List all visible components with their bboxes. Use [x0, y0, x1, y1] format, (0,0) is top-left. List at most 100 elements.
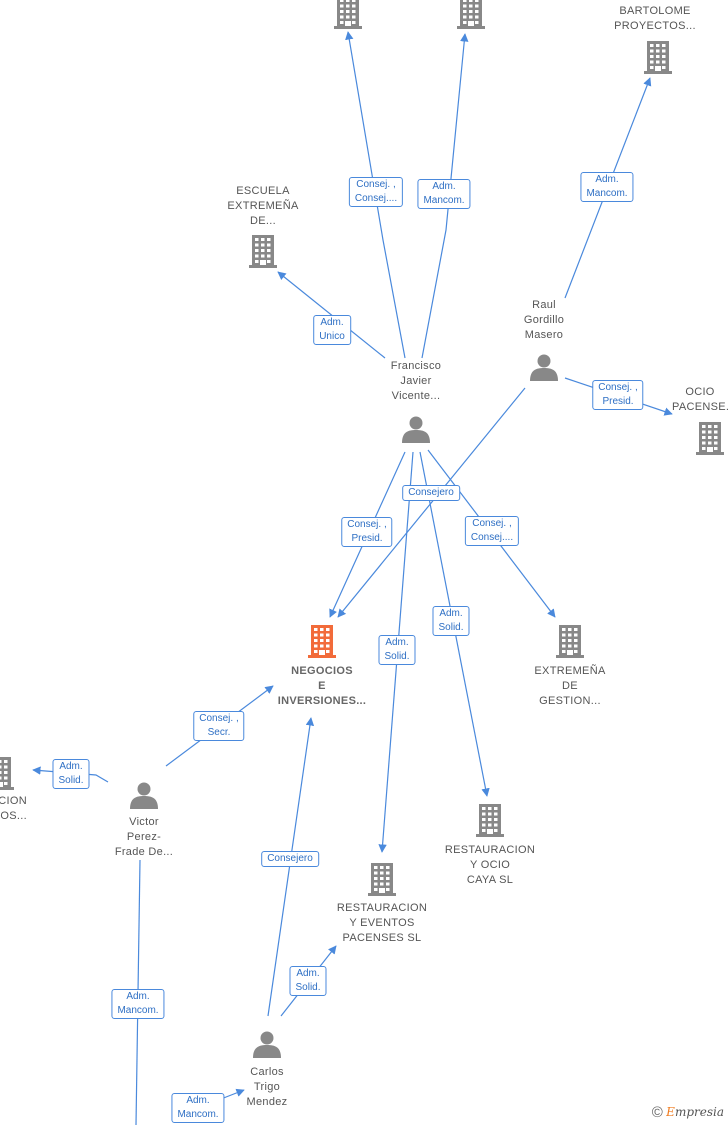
edge-label-line: Adm. [432, 181, 456, 192]
building-icon-leftco[interactable] [0, 757, 14, 790]
edge-line-e13 [267, 717, 315, 1017]
node-label-line: Raul [532, 299, 556, 311]
edge-label-e7[interactable]: Consej. , Presid. [341, 517, 393, 547]
edge-line-e1 [345, 31, 406, 359]
brand-initial: E [666, 1105, 675, 1119]
building-icon-extremena[interactable] [556, 625, 584, 658]
building-icon-top1[interactable] [334, 0, 362, 29]
node-label-line: Trigo [253, 1081, 281, 1093]
empresia-watermark: © Empresia [652, 1104, 724, 1121]
node-label-line: Mendez [246, 1096, 288, 1108]
edge-label-line: Solid. [295, 982, 321, 993]
node-label-line: E [318, 680, 326, 692]
person-icon-raul[interactable] [530, 354, 558, 382]
node-label-negocios[interactable]: NEGOCIOS E INVERSIONES... [247, 664, 397, 709]
edge-label-line: Presid. [351, 533, 383, 544]
node-label-line: Gordillo [523, 314, 565, 326]
node-label-line: EXTREMEÑA [534, 665, 606, 677]
node-label-line: GESTION... [539, 695, 601, 707]
node-label-ocio[interactable]: OCIO PACENSE... [672, 385, 728, 415]
edge-label-line: Mancom. [423, 195, 465, 206]
edge-label-e13[interactable]: Consejero [261, 851, 319, 867]
person-icon-carlos[interactable] [253, 1031, 281, 1059]
node-label-line: OCIO [685, 386, 715, 398]
edge-label-line: Consej. , [598, 382, 638, 393]
node-label-line: RESTAURACION [444, 844, 536, 856]
node-label-line: Francisco [390, 360, 442, 372]
edge-label-line: Mancom. [586, 188, 628, 199]
edge-label-line: Adm. [385, 637, 409, 648]
node-label-line: Carlos [250, 1066, 284, 1078]
edge-label-line: Consej. , [347, 519, 387, 530]
edge-label-e3[interactable]: Adm. Mancom. [580, 172, 634, 202]
node-label-line: PROYECTOS... [614, 20, 696, 32]
building-icon-negocios[interactable] [308, 625, 336, 658]
node-label-line: RESTAURACION [336, 902, 428, 914]
node-label-line: Vicente... [391, 390, 441, 402]
edge-label-line: Adm. [595, 174, 619, 185]
edge-label-e11[interactable]: Consej. ,Secr. [193, 711, 245, 741]
node-label-line: EXTREMEÑA [227, 200, 299, 212]
node-label-extremena[interactable]: EXTREMEÑA DE GESTION... [495, 664, 645, 709]
edge-label-line: Solid. [384, 651, 410, 662]
edge-label-line: Consej. , [356, 179, 396, 190]
edge-label-e14[interactable]: Adm.Solid. [289, 966, 327, 996]
edge-label-line: Consej. , [472, 518, 512, 529]
node-label-line: DE... [250, 215, 276, 227]
edge-label-line: Unico [319, 331, 345, 342]
edge-label-e6[interactable]: Consejero [402, 485, 460, 501]
edge-label-e8[interactable]: Consej. , Consej.... [464, 516, 520, 546]
edge-label-e4[interactable]: Adm. Unico [313, 315, 351, 345]
building-icon-ocio[interactable] [696, 422, 724, 455]
edge-label-line: Consejero [267, 853, 313, 864]
brand-name: mpresia [674, 1105, 724, 1119]
building-icon-bartolome[interactable] [644, 41, 672, 74]
node-label-line: Y EVENTOS [349, 917, 415, 929]
node-label-line: INVERSIONES... [277, 695, 367, 707]
building-icon-escuela[interactable] [249, 235, 277, 268]
edge-label-line: Presid. [602, 396, 634, 407]
edge-label-line: Mancom. [177, 1109, 219, 1120]
edge-label-line: Solid. [58, 775, 84, 786]
edge-label-line: Adm. [186, 1095, 210, 1106]
node-label-line: Perez- [126, 831, 162, 843]
edge-label-e2[interactable]: Adm. Mancom. [417, 179, 471, 209]
person-icon-francisco[interactable] [402, 416, 430, 444]
building-icon-rest_caya[interactable] [476, 804, 504, 837]
node-label-leftco[interactable]: CIONROS... [0, 794, 27, 824]
edge-label-line: Consej.... [470, 532, 514, 543]
person-icon-victor[interactable] [130, 782, 158, 810]
node-label-line: CAYA SL [466, 874, 514, 886]
node-label-bartolome[interactable]: BARTOLOME PROYECTOS... [580, 4, 728, 34]
node-label-line: Masero [524, 329, 564, 341]
node-label-line: NEGOCIOS [291, 665, 353, 677]
node-label-rest_eventos[interactable]: RESTAURACION Y EVENTOS PACENSES SL [307, 901, 457, 946]
edge-label-line: Consej. , [199, 713, 239, 724]
edge-line-e6 [337, 387, 526, 618]
node-label-line: DE [562, 680, 578, 692]
node-label-line: Frade De... [114, 846, 174, 858]
edge-label-line: Consej.... [354, 193, 398, 204]
node-label-escuela[interactable]: ESCUELA EXTREMEÑA DE... [188, 184, 338, 229]
node-label-line: PACENSE... [672, 401, 728, 413]
edge-label-line: Solid. [438, 622, 464, 633]
edge-label-e1[interactable]: Consej. , Consej.... [348, 177, 404, 207]
edge-label-e16[interactable]: Adm. Mancom. [171, 1093, 225, 1123]
edge-label-e12[interactable]: Adm.Solid. [52, 759, 90, 789]
edge-label-line: Adm. [320, 317, 344, 328]
building-icon-top2[interactable] [457, 0, 485, 29]
node-label-line: PACENSES SL [342, 932, 422, 944]
edge-label-e15[interactable]: Adm.Mancom. [111, 989, 165, 1019]
node-label-line: ESCUELA [236, 185, 290, 197]
edge-label-e5[interactable]: Consej. , Presid. [592, 380, 644, 410]
building-icon-rest_eventos[interactable] [368, 863, 396, 896]
node-label-line: BARTOLOME [619, 5, 691, 17]
edge-label-e10[interactable]: Adm.Solid. [432, 606, 470, 636]
edge-label-e9[interactable]: Adm. Solid. [378, 635, 416, 665]
